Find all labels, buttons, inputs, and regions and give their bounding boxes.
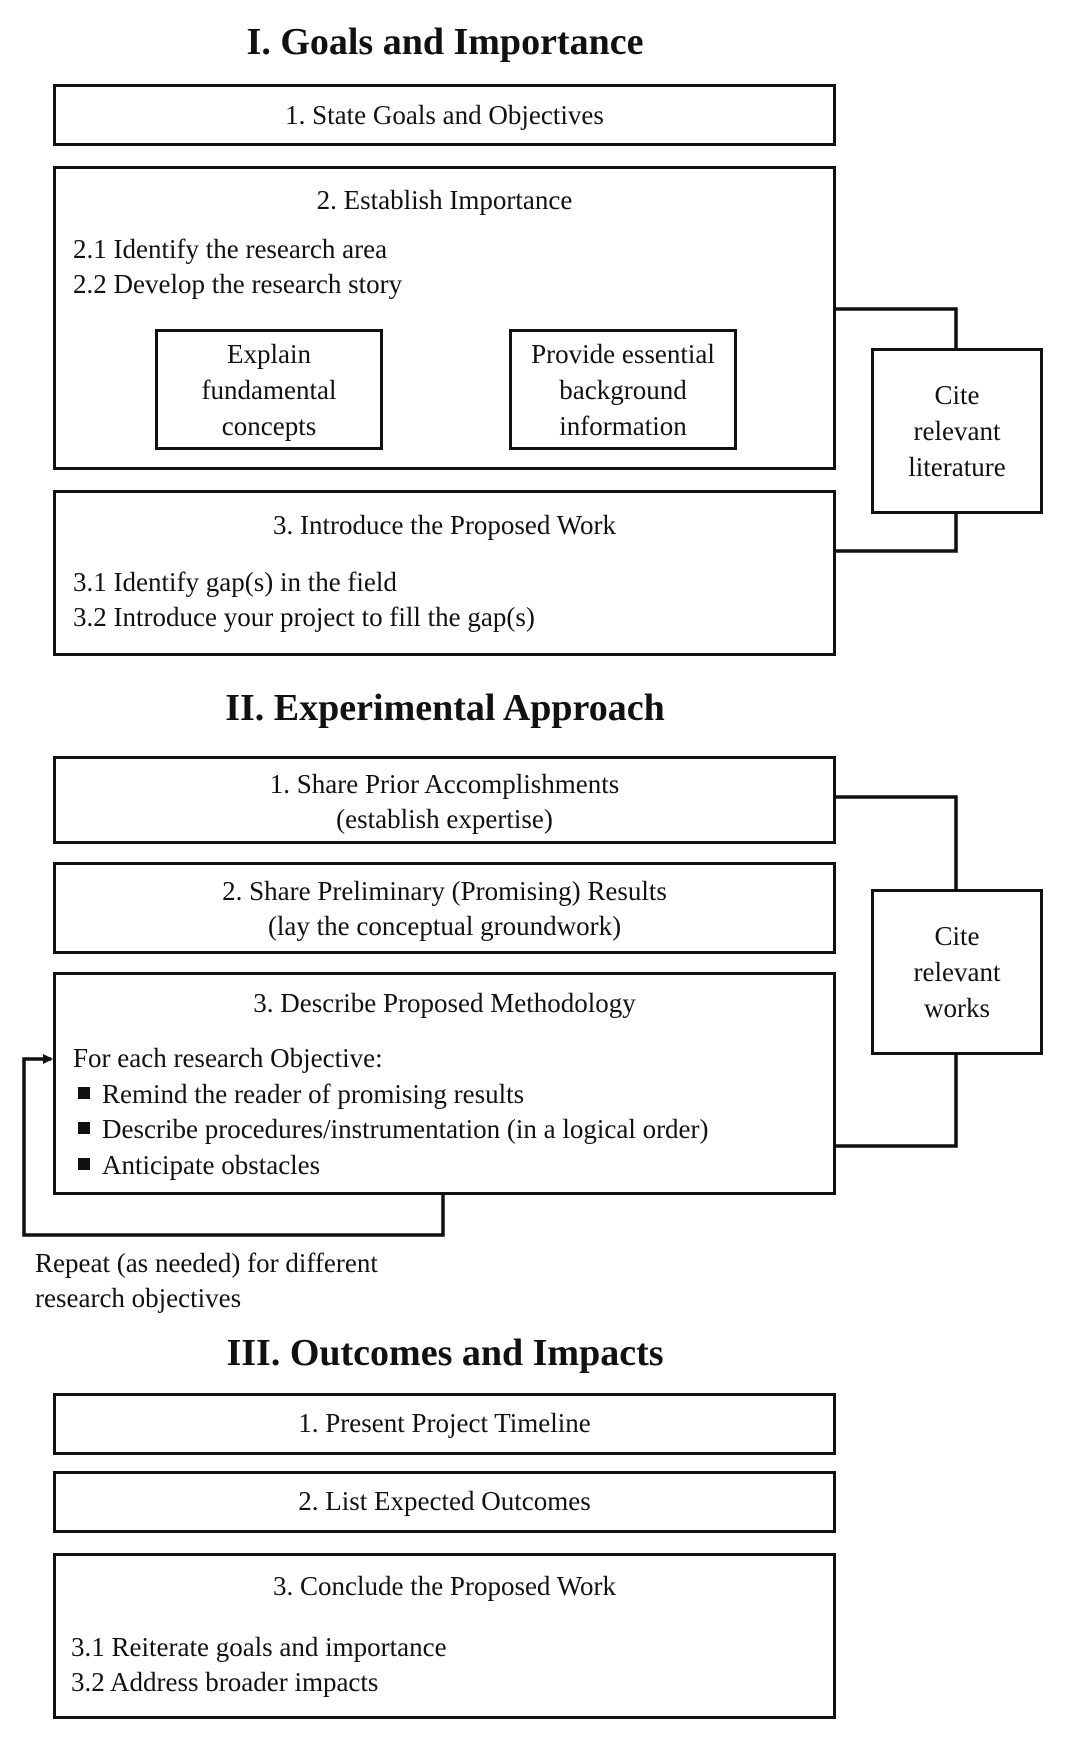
repeat-note-line-2: research objectives — [35, 1283, 242, 1313]
methodology-bullet-1-text: Remind the reader of promising results — [102, 1079, 525, 1109]
conclude-work-title: 3. Conclude the Proposed Work — [272, 1571, 617, 1601]
cite-works-box: Cite relevant works — [871, 889, 1043, 1055]
background-info-line-2: background — [559, 375, 687, 405]
cite-works-line-3: works — [924, 993, 990, 1023]
establish-importance-box: 2. Establish Importance 2.1 Identify the… — [53, 166, 836, 470]
expected-outcomes-title: 2. List Expected Outcomes — [298, 1486, 591, 1516]
bullet-square-icon — [78, 1158, 90, 1170]
state-goals-box: 1. State Goals and Objectives — [53, 84, 836, 146]
methodology-bullet-2-text: Describe procedures/instrumentation (in … — [102, 1114, 709, 1144]
explain-concepts-line-1: Explain — [227, 339, 311, 369]
cite-literature-line-3: literature — [908, 452, 1006, 482]
establish-importance-item-1: 2.1 Identify the research area — [73, 234, 388, 264]
section-2-heading: II. Experimental Approach — [225, 687, 665, 729]
preliminary-results-line-1: 2. Share Preliminary (Promising) Results — [222, 876, 667, 906]
bullet-square-icon — [78, 1087, 90, 1099]
explain-concepts-line-3: concepts — [221, 411, 317, 441]
background-info-box: Provide essential background information — [509, 329, 737, 450]
connector-prior-to-cite — [836, 795, 958, 889]
establish-importance-title: 2. Establish Importance — [316, 185, 573, 215]
cite-literature-line-1: Cite — [934, 380, 980, 410]
expected-outcomes-box: 2. List Expected Outcomes — [53, 1471, 836, 1533]
explain-concepts-line-2: fundamental — [201, 375, 337, 405]
connector-cite-to-introduce — [836, 514, 958, 553]
timeline-title: 1. Present Project Timeline — [298, 1408, 591, 1438]
introduce-work-item-1: 3.1 Identify gap(s) in the field — [73, 567, 397, 597]
conclude-work-item-1: 3.1 Reiterate goals and importance — [71, 1632, 447, 1662]
repeat-note-line-1: Repeat (as needed) for different — [35, 1248, 378, 1278]
preliminary-results-box: 2. Share Preliminary (Promising) Results… — [53, 862, 836, 954]
prior-accomplishments-box: 1. Share Prior Accomplishments (establis… — [53, 756, 836, 844]
conclude-work-item-2: 3.2 Address broader impacts — [71, 1667, 379, 1697]
cite-works-line-2: relevant — [913, 957, 1001, 987]
timeline-box: 1. Present Project Timeline — [53, 1393, 836, 1455]
repeat-loop-arrow — [22, 1054, 445, 1237]
prior-accomplishments-line-1: 1. Share Prior Accomplishments — [269, 769, 620, 799]
background-info-line-1: Provide essential — [531, 339, 715, 369]
methodology-bullet-1: Remind the reader of promising results — [78, 1076, 524, 1112]
preliminary-results-line-2: (lay the conceptual groundwork) — [267, 911, 622, 941]
section-3-heading: III. Outcomes and Impacts — [226, 1332, 664, 1374]
cite-works-line-1: Cite — [934, 921, 980, 951]
prior-accomplishments-line-2: (establish expertise) — [336, 804, 553, 834]
introduce-work-title: 3. Introduce the Proposed Work — [272, 510, 616, 540]
cite-literature-line-2: relevant — [913, 416, 1001, 446]
connector-importance-to-cite — [836, 307, 958, 348]
methodology-bullet-3: Anticipate obstacles — [78, 1147, 320, 1183]
cite-literature-box: Cite relevant literature — [871, 348, 1043, 514]
methodology-bullet-3-text: Anticipate obstacles — [102, 1150, 321, 1180]
section-1-heading: I. Goals and Importance — [246, 21, 644, 63]
background-info-line-3: information — [559, 411, 687, 441]
methodology-bullet-2: Describe procedures/instrumentation (in … — [78, 1111, 709, 1147]
introduce-work-item-2: 3.2 Introduce your project to fill the g… — [73, 602, 535, 632]
establish-importance-item-2: 2.2 Develop the research story — [73, 269, 403, 299]
conclude-work-box: 3. Conclude the Proposed Work 3.1 Reiter… — [53, 1553, 836, 1719]
methodology-title: 3. Describe Proposed Methodology — [253, 988, 636, 1018]
connector-cite-to-methodology — [836, 1055, 958, 1148]
state-goals-title: 1. State Goals and Objectives — [285, 100, 604, 130]
explain-concepts-box: Explain fundamental concepts — [155, 329, 383, 450]
bullet-square-icon — [78, 1122, 90, 1134]
introduce-work-box: 3. Introduce the Proposed Work 3.1 Ident… — [53, 490, 836, 656]
methodology-intro: For each research Objective: — [73, 1043, 383, 1073]
methodology-box: 3. Describe Proposed Methodology For eac… — [53, 972, 836, 1195]
